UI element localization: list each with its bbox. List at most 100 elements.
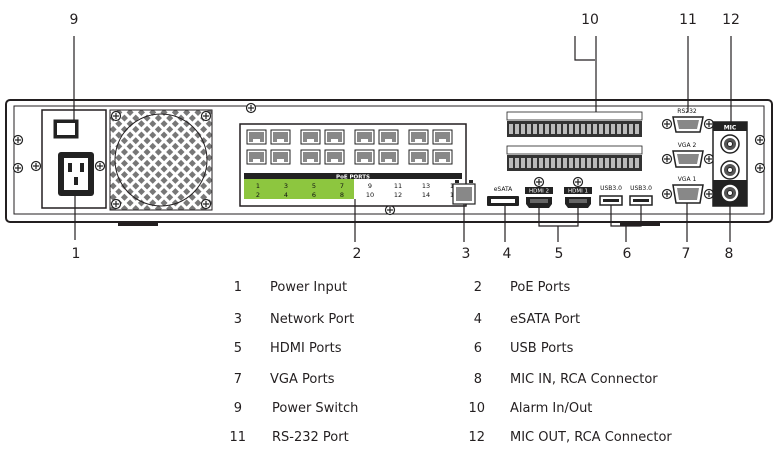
vga-1-port-icon — [661, 184, 715, 204]
legend-label: Alarm In/Out — [510, 401, 593, 416]
fan-grille — [109, 109, 213, 211]
alarm-terminal-pin — [635, 124, 639, 134]
alarm-terminal-pin — [539, 158, 543, 168]
poe-port-number: 5 — [312, 182, 316, 190]
poe-port-number: 10 — [366, 191, 374, 199]
legend-label: HDMI Ports — [270, 341, 342, 356]
legend-label: MIC OUT, RCA Connector — [510, 430, 672, 445]
legend-num: 10 — [468, 401, 485, 416]
alarm-terminal-pin — [551, 124, 555, 134]
alarm-terminal-block — [506, 111, 643, 171]
alarm-terminal-pin — [563, 158, 567, 168]
alarm-terminal-pin — [623, 124, 627, 134]
legend-num: 5 — [233, 341, 242, 356]
legend-label: Power Input — [270, 280, 348, 295]
hdmi-2-label: HDMI 2 — [529, 189, 549, 195]
legend-num: 9 — [233, 401, 242, 416]
alarm-terminal-pin — [557, 158, 561, 168]
alarm-terminal-pin — [629, 124, 633, 134]
callout-4: 4 — [503, 246, 512, 262]
esata-label: eSATA — [494, 186, 513, 193]
alarm-terminal-pin — [599, 124, 603, 134]
legend-label: Power Switch — [272, 401, 359, 416]
poe-port-number: 14 — [422, 191, 430, 199]
alarm-terminal-pin — [551, 158, 555, 168]
poe-port-number: 8 — [340, 191, 344, 199]
alarm-terminal-pin — [515, 158, 519, 168]
alarm-terminal-pin — [509, 124, 513, 134]
legend-num: 1 — [233, 280, 242, 295]
vga-2-port-icon — [661, 150, 715, 168]
alarm-terminal-pin — [605, 124, 609, 134]
alarm-terminal-pin — [521, 124, 525, 134]
mic-label: MIC — [724, 125, 737, 132]
alarm-terminal-pin — [545, 124, 549, 134]
poe-port-number: 13 — [422, 182, 430, 190]
legend-num: 7 — [233, 372, 242, 387]
vga-1-label: VGA 1 — [678, 176, 697, 183]
alarm-terminal-pin — [569, 158, 573, 168]
alarm-terminal-pin — [545, 158, 549, 168]
alarm-terminal-pin — [557, 124, 561, 134]
legend-num: 4 — [473, 312, 482, 327]
callout-2: 2 — [353, 246, 362, 262]
callout-1: 1 — [72, 246, 81, 262]
alarm-terminal-pin — [533, 158, 537, 168]
poe-port-number: 9 — [368, 182, 372, 190]
alarm-terminal-pin — [533, 124, 537, 134]
alarm-terminal-pin — [611, 158, 615, 168]
callout-10: 10 — [581, 12, 599, 28]
alarm-terminal-pin — [599, 158, 603, 168]
legend-label: MIC IN, RCA Connector — [510, 372, 658, 387]
callout-6: 6 — [623, 246, 632, 262]
poe-port-number: 4 — [284, 191, 288, 199]
poe-port-number: 1 — [256, 182, 260, 190]
rs232-label: RS232 — [677, 108, 697, 115]
legend-label: PoE Ports — [510, 280, 571, 295]
poe-header-label: PoE PORTS — [336, 175, 370, 181]
callout-7: 7 — [682, 246, 691, 262]
alarm-terminal-pin — [575, 158, 579, 168]
callout-8: 8 — [725, 246, 734, 262]
legend-label: Network Port — [270, 312, 355, 327]
alarm-terminal-pin — [629, 158, 633, 168]
alarm-terminal-pin — [587, 158, 591, 168]
alarm-terminal-pin — [623, 158, 627, 168]
legend-num: 3 — [233, 312, 242, 327]
alarm-terminal-pin — [617, 124, 621, 134]
alarm-terminal-pin — [527, 124, 531, 134]
leader-lines — [73, 36, 732, 242]
alarm-terminal-pin — [539, 124, 543, 134]
alarm-terminal-pin — [587, 124, 591, 134]
alarm-terminal-pin — [635, 158, 639, 168]
legend-num: 2 — [473, 280, 482, 295]
rs232-port-icon — [661, 116, 715, 133]
poe-port-number: 2 — [256, 191, 260, 199]
mic-rca-block: MIC — [712, 121, 748, 207]
poe-green-strip — [244, 179, 354, 199]
legend-num: 12 — [468, 430, 485, 445]
hdmi-1-label: HDMI 1 — [568, 189, 588, 195]
alarm-terminal-pin — [593, 124, 597, 134]
poe-port-number: 11 — [394, 182, 402, 190]
alarm-terminal-pin — [575, 124, 579, 134]
usb-1-label: USB3.0 — [600, 185, 622, 192]
alarm-terminal-pin — [581, 158, 585, 168]
legend-label: eSATA Port — [510, 312, 581, 327]
legend-label: RS-232 Port — [272, 430, 349, 445]
legend-label: USB Ports — [510, 341, 574, 356]
callout-12: 12 — [722, 12, 740, 28]
callout-3: 3 — [462, 246, 471, 262]
alarm-terminal-pin — [593, 158, 597, 168]
alarm-terminal-pin — [509, 158, 513, 168]
alarm-terminal-pin — [569, 124, 573, 134]
alarm-terminal-pin — [527, 158, 531, 168]
poe-port-number: 7 — [340, 182, 344, 190]
vga-2-label: VGA 2 — [678, 142, 697, 149]
poe-port-number: 12 — [394, 191, 402, 199]
callout-11: 11 — [679, 12, 697, 28]
alarm-terminal-pin — [563, 124, 567, 134]
